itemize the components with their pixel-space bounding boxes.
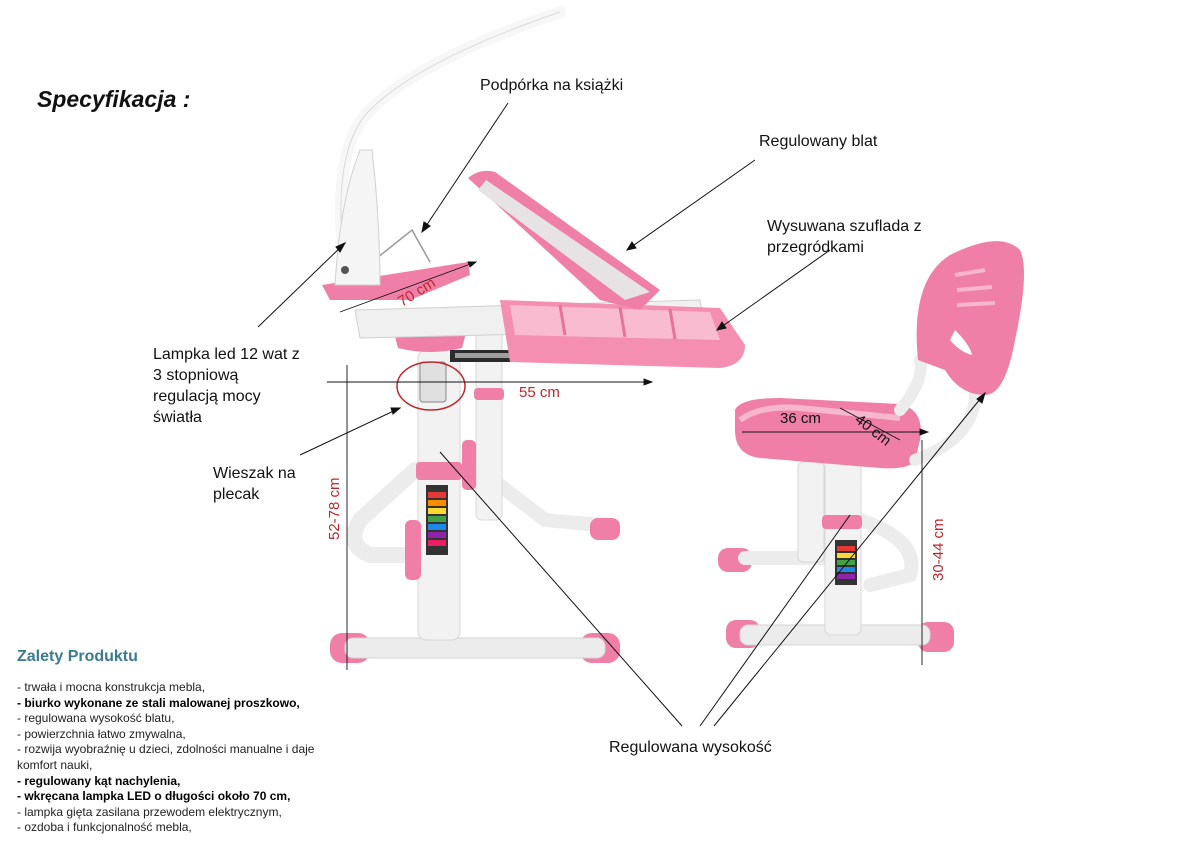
- advantage-item: - trwała i mocna konstrukcja mebla,: [17, 680, 206, 694]
- seat-width-dimension: 36 cm: [780, 410, 821, 427]
- dimension-lines: [327, 261, 930, 670]
- advantages-list: - trwała i mocna konstrukcja mebla, - bi…: [17, 680, 337, 836]
- advantage-item: - rozwija wyobraźnię u dzieci, zdolności…: [17, 742, 315, 772]
- advantage-item: - wkręcana lampka LED o długości około 7…: [17, 789, 291, 804]
- chair-drawing: [718, 241, 1024, 652]
- advantage-item: - ozdoba i funkcjonalność mebla,: [17, 820, 192, 835]
- adjustable-top-label: Regulowany blat: [759, 133, 878, 150]
- desk-height-dimension: 52-78 cm: [326, 477, 343, 540]
- desk-width-dimension: 55 cm: [519, 384, 560, 401]
- lamp-label: Lampka led 12 wat z 3 stopniową regulacj…: [153, 346, 300, 426]
- backpack-hanger-label: Wieszak na plecak: [213, 465, 296, 503]
- book-rest-label: Podpórka na książki: [480, 77, 624, 94]
- advantages-title: Zalety Produktu: [17, 648, 138, 665]
- adjustable-height-label: Regulowana wysokość: [609, 739, 772, 756]
- advantage-item: - lampka gięta zasilana przewodem elektr…: [17, 804, 282, 819]
- page-title: Specyfikacja :: [37, 86, 191, 112]
- desk-drawing: [322, 6, 745, 663]
- drawer-label: Wysuwana szuflada z przegródkami: [767, 218, 922, 256]
- seat-height-dimension: 30-44 cm: [930, 518, 947, 581]
- advantage-item: - powierzchnia łatwo zmywalna,: [17, 726, 186, 741]
- callout-lines: [257, 102, 986, 727]
- advantage-item: - biurko wykonane ze stali malowanej pro…: [17, 695, 300, 710]
- advantage-item: - regulowana wysokość blatu,: [17, 711, 175, 726]
- advantage-item: - regulowany kąt nachylenia,: [17, 773, 181, 788]
